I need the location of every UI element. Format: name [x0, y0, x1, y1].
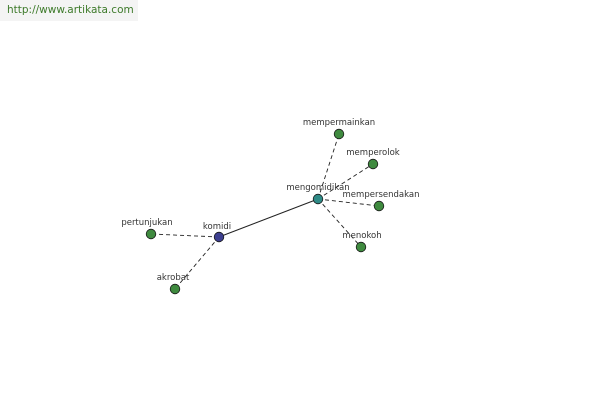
node-label-memperolok[interactable]: memperolok: [346, 148, 399, 158]
edge-mengomidikan-menokoh: [317, 198, 362, 248]
node-memperolok[interactable]: [367, 158, 379, 170]
graph-labels: komidi mengomidikan pertunjukan akrobat memp…: [121, 118, 419, 283]
node-label-mempersendakan[interactable]: mempersendakan: [343, 190, 420, 200]
edge-mengomidikan-mempermainkan: [317, 133, 340, 200]
edge-mengomidikan-mempersendakan: [317, 198, 380, 207]
node-akrobat[interactable]: [169, 283, 181, 295]
node-label-mengomidikan[interactable]: mengomidikan: [286, 183, 349, 193]
node-label-akrobat[interactable]: akrobat: [157, 273, 190, 283]
node-komidi[interactable]: [213, 231, 225, 243]
edge-komidi-mengomidikan: [218, 198, 319, 238]
node-pertunjukan[interactable]: [145, 228, 157, 240]
graph-edges: [150, 133, 380, 290]
graph-nodes: [145, 128, 385, 295]
node-menokoh[interactable]: [355, 241, 367, 253]
edge-mengomidikan-memperolok: [317, 163, 374, 200]
node-label-mempermainkan[interactable]: mempermainkan: [303, 118, 375, 128]
node-mempermainkan[interactable]: [333, 128, 345, 140]
node-mempersendakan[interactable]: [373, 200, 385, 212]
node-label-menokoh[interactable]: menokoh: [342, 231, 381, 241]
node-label-pertunjukan[interactable]: pertunjukan: [121, 218, 172, 228]
edge-komidi-akrobat: [174, 236, 220, 290]
source-link[interactable]: http://www.artikata.com: [0, 0, 138, 21]
node-mengomidikan[interactable]: [312, 193, 324, 205]
node-label-komidi[interactable]: komidi: [203, 222, 231, 232]
edge-komidi-pertunjukan: [150, 233, 220, 238]
